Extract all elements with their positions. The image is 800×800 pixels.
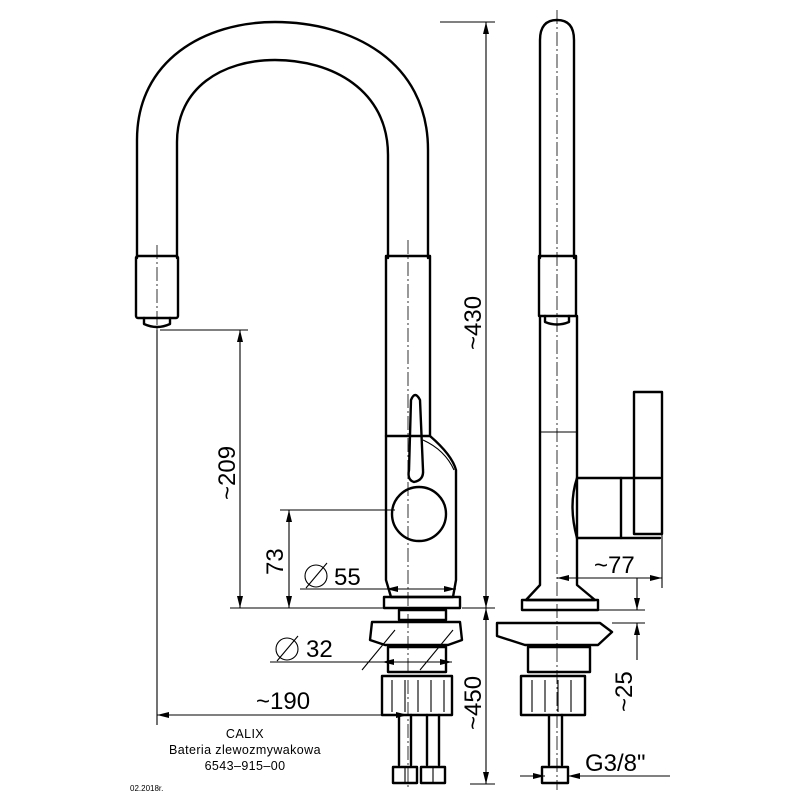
front-base-flange — [382, 595, 462, 610]
diameter-symbols — [275, 562, 328, 662]
side-counter-washer — [495, 621, 614, 647]
drawing-date: 02.2018r. — [130, 784, 163, 793]
diameter-icon-slash — [276, 635, 299, 662]
dimension-labels: ~430 ~209 73 55 32 ~190 ~450 ~77 ~25 G3/… — [214, 296, 646, 777]
front-spout-inner — [175, 58, 390, 260]
front-spray-head — [134, 254, 180, 320]
label-handle-projection: ~77 — [594, 552, 635, 579]
front-lever-disc — [390, 485, 448, 543]
front-shank-body — [380, 674, 454, 717]
front-spray-outlet — [142, 316, 172, 329]
front-counter-washer — [368, 620, 464, 647]
side-shank-nut — [526, 645, 592, 674]
side-shank-body — [519, 674, 587, 717]
dim-32-slant-left — [361, 629, 396, 671]
side-base-flange — [520, 598, 600, 612]
front-body-column — [384, 254, 432, 438]
label-spout-height: ~209 — [214, 446, 241, 500]
diameter-icon — [275, 637, 299, 661]
label-height-total: ~430 — [460, 296, 487, 350]
product-name: CALIX — [226, 727, 264, 741]
title-block: CALIX Bateria zlewozmywakowa 6543–915–00… — [130, 727, 321, 793]
label-body-diameter: 55 — [334, 564, 361, 591]
side-view — [495, 10, 664, 790]
dimension-lines — [156, 21, 670, 785]
side-spray-head — [537, 254, 578, 318]
front-spout-outer — [135, 20, 430, 260]
product-description: Bateria zlewozmywakowa — [169, 743, 321, 757]
front-lever-shadow — [422, 439, 455, 471]
label-counter-thickness: ~25 — [611, 671, 638, 712]
label-handle-height: 73 — [262, 548, 289, 575]
side-hose-nut — [540, 765, 570, 785]
label-hose-length: ~450 — [460, 676, 487, 730]
side-hose — [547, 713, 564, 767]
label-thread: G3/8" — [585, 750, 646, 777]
front-lever — [407, 393, 425, 484]
label-shank-diameter: 32 — [306, 636, 333, 663]
diameter-icon — [304, 564, 328, 588]
label-reach: ~190 — [256, 688, 310, 715]
front-view — [134, 20, 464, 790]
front-washer-top — [397, 608, 448, 622]
dim-32-slant-right — [419, 629, 454, 671]
side-body-column — [524, 314, 597, 602]
diameter-icon-slash — [305, 562, 328, 589]
front-hose-left — [397, 713, 413, 767]
product-code: 6543–915–00 — [205, 759, 286, 773]
side-lever-hub — [571, 476, 623, 540]
side-lever-handle — [632, 390, 664, 536]
front-hose-right — [425, 713, 441, 767]
front-shank-nut — [386, 645, 448, 674]
